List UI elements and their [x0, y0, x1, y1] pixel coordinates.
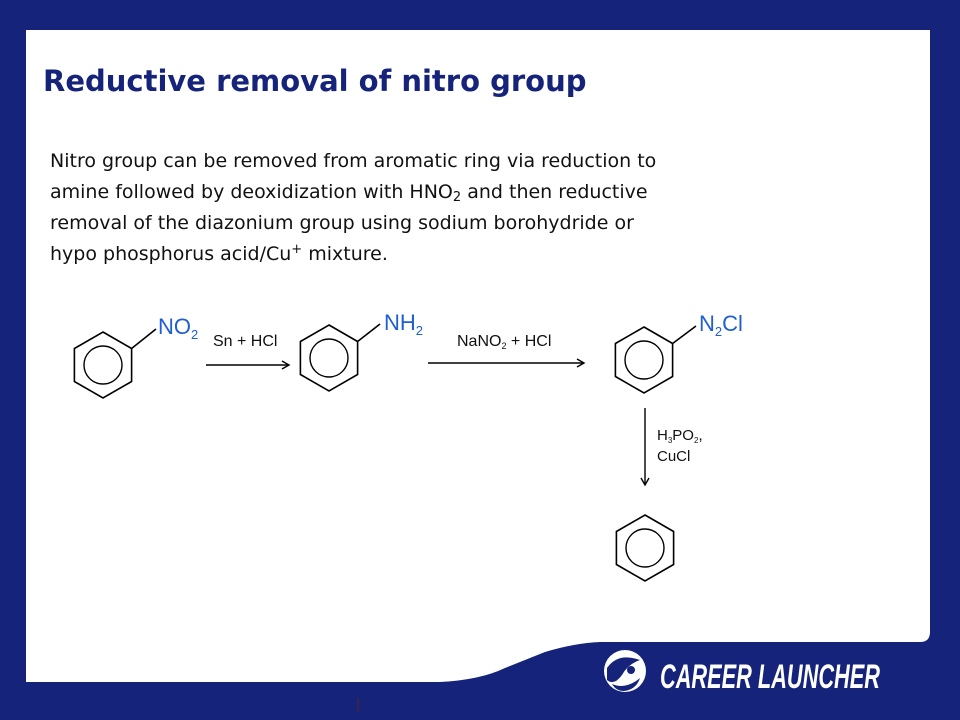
arrow-step-1: Sn + HCl	[206, 333, 291, 370]
aniline: NH2	[299, 310, 423, 392]
reagent-step-1: Sn + HCl	[213, 333, 277, 350]
diazonium-label: N2Cl	[699, 311, 743, 339]
bond-diazonium	[672, 325, 697, 345]
body-line-4b: mixture.	[302, 243, 388, 265]
body-line-1: Nitro group can be removed from aromatic…	[50, 150, 657, 172]
arrow-step-2: NaNO2 + HCl	[428, 333, 586, 368]
body-line-2a: amine followed by deoxidization with HNO	[50, 181, 453, 203]
bond-amine	[357, 323, 381, 343]
arrow-step-3: H3PO2, CuCl	[640, 408, 703, 487]
diazonium-salt: N2Cl	[614, 311, 743, 394]
reagent-step-3-line-1: H3PO2,	[657, 427, 703, 445]
body-line-3: removal of the diazonium group using sod…	[50, 212, 634, 234]
reagent-step-3-line-2: CuCl	[657, 448, 690, 465]
slide-title: Reductive removal of nitro group	[43, 64, 587, 98]
slide-body: Nitro group can be removed from aromatic…	[50, 146, 850, 270]
nitro-label: NO2	[158, 314, 198, 342]
body-line-4-sup: +	[291, 242, 303, 257]
body-line-2b: and then reductive	[461, 181, 648, 203]
body-line-4a: hypo phosphorus acid/Cu	[50, 243, 292, 265]
bond-nitro	[131, 328, 157, 350]
logo-text: CAREER LAUNCHER	[660, 658, 880, 696]
logo-emblem-icon	[604, 650, 646, 692]
nitrobenzene: NO2	[73, 314, 198, 399]
amine-label: NH2	[384, 310, 423, 338]
reagent-step-2: NaNO2 + HCl	[457, 333, 551, 351]
panel-shape	[26, 30, 930, 682]
body-line-2-sub: 2	[452, 190, 462, 205]
